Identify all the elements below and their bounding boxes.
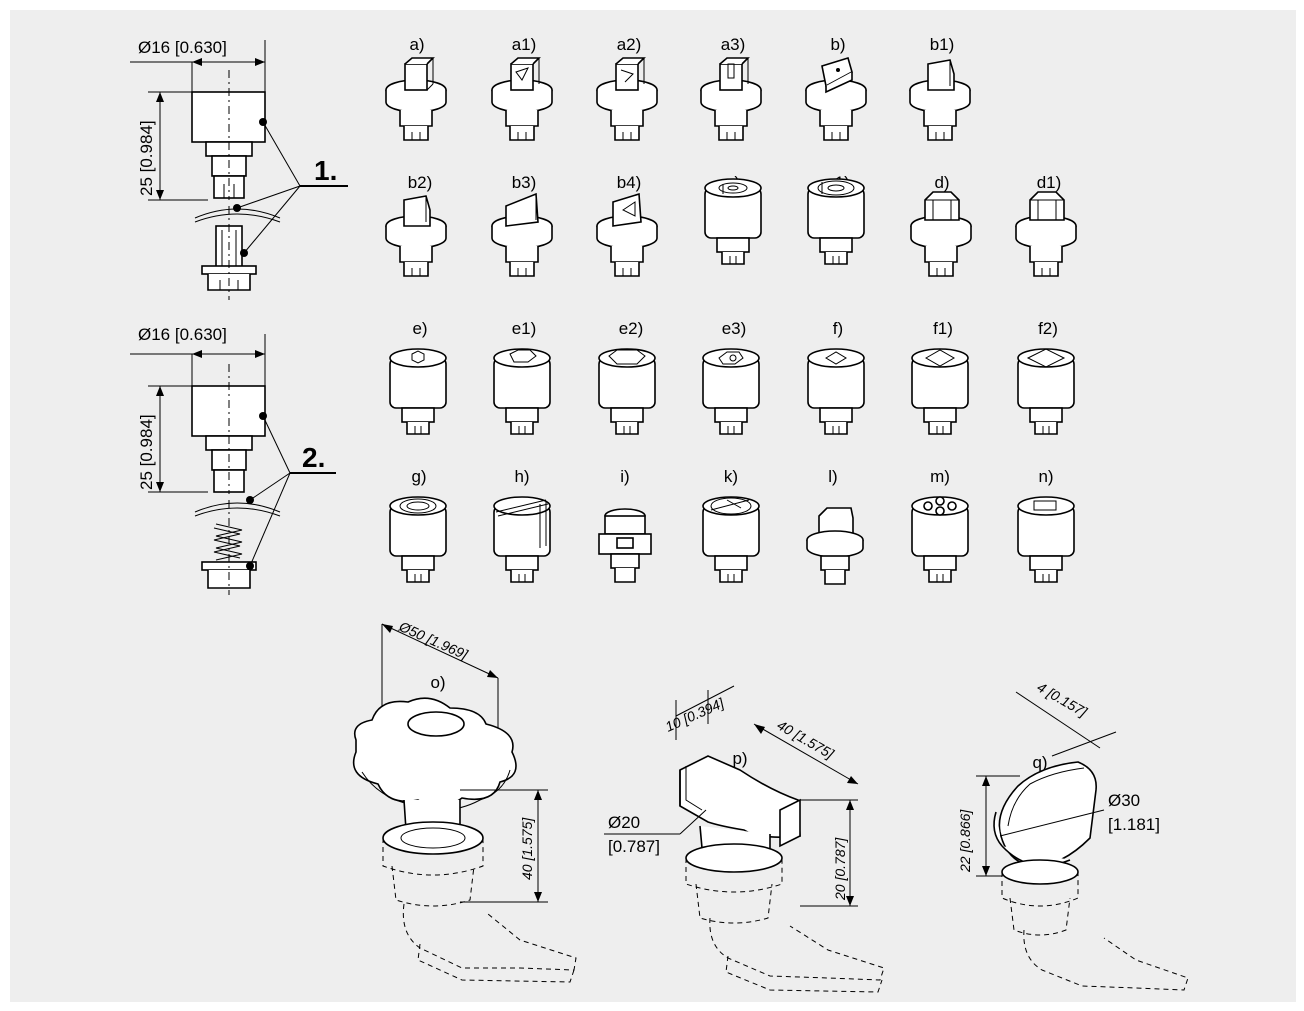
insert-b2 (385, 195, 447, 277)
label-l: l) (828, 467, 837, 486)
callout-2: 2. (302, 442, 325, 473)
insert-e3 (702, 348, 760, 435)
label-b: b) (830, 35, 845, 54)
insert-i (598, 508, 652, 583)
insert-b3 (491, 192, 553, 277)
insert-a2 (596, 57, 658, 141)
insert-e2 (598, 348, 656, 435)
insert-e (389, 348, 447, 435)
label-q: q) (1032, 753, 1047, 772)
knob-p: 10 [0.394] 40 [1.575] p) Ø20 [0.787] 20 … (604, 685, 885, 993)
insert-b1 (909, 59, 971, 141)
dim-q-diameter-b: [1.181] (1108, 815, 1160, 834)
insert-f (807, 348, 865, 435)
label-m: m) (930, 467, 950, 486)
insert-g (389, 496, 447, 583)
dim-p-diameter-a: Ø20 (608, 813, 640, 832)
label-a1: a1) (512, 35, 537, 54)
knob-q: 4 [0.157] q) Ø30 [1.181] 22 [0.866] (957, 679, 1189, 991)
insert-f2 (1017, 348, 1075, 435)
dim-q-width: 4 [0.157] (1035, 679, 1091, 721)
label-p: p) (732, 749, 747, 768)
insert-b4 (596, 192, 658, 277)
row-3: e) e1) e2) e3) f) f1) f2) (389, 319, 1075, 435)
label-a3: a3) (721, 35, 746, 54)
row-2: b2) b3) b4) c) c1) d) d1) (385, 173, 1077, 277)
dim-diameter-16-top: Ø16 [0.630] (138, 38, 227, 57)
dim-o-height: 40 [1.575] (519, 817, 535, 880)
variant-2-drawing: Ø16 [0.630] 25 [0.984] 2. (130, 325, 336, 595)
label-h: h) (514, 467, 529, 486)
insert-d1 (1015, 191, 1077, 277)
label-b3: b3) (512, 173, 537, 192)
label-f: f) (833, 319, 843, 338)
label-b1: b1) (930, 35, 955, 54)
dim-p-width: 10 [0.394] (663, 694, 727, 734)
row-4: g) h) i) k) l) m) n) (389, 467, 1075, 585)
dim-q-diameter-a: Ø30 (1108, 791, 1140, 810)
insert-k (702, 496, 760, 583)
dim-p-diameter-b: [0.787] (608, 837, 660, 856)
insert-a (385, 57, 447, 141)
callout-1: 1. (314, 155, 337, 186)
variant-1-drawing: Ø16 [0.630] 25 [0.984] 1. (130, 38, 348, 300)
insert-c (704, 178, 762, 265)
label-e: e) (412, 319, 427, 338)
dim-length-25-bottom: 25 [0.984] (137, 414, 156, 490)
label-e3: e3) (722, 319, 747, 338)
insert-m (911, 496, 969, 583)
insert-f1 (911, 348, 969, 435)
label-f2: f2) (1038, 319, 1058, 338)
dim-q-height: 22 [0.866] (957, 809, 973, 873)
label-e2: e2) (619, 319, 644, 338)
insert-a1 (491, 57, 553, 141)
label-f1: f1) (933, 319, 953, 338)
insert-e1 (493, 348, 551, 435)
label-i: i) (620, 467, 629, 486)
insert-b (805, 56, 867, 141)
insert-c1 (807, 178, 865, 265)
row-1: a) a1) a2) a3) b) b1) (385, 35, 971, 141)
insert-a3 (700, 57, 762, 141)
label-n: n) (1038, 467, 1053, 486)
dim-o-diameter: Ø50 [1.969] (396, 618, 471, 663)
insert-n (1017, 496, 1075, 583)
insert-h (493, 496, 551, 583)
label-a: a) (409, 35, 424, 54)
label-b2: b2) (408, 173, 433, 192)
label-o: o) (430, 673, 445, 692)
knob-o: Ø50 [1.969] o) 40 [1.575] (352, 618, 577, 983)
dim-p-length: 40 [1.575] (775, 717, 838, 763)
dim-length-25-top: 25 [0.984] (137, 120, 156, 196)
label-d1: d1) (1037, 173, 1062, 192)
insert-l (806, 507, 864, 585)
label-g: g) (411, 467, 426, 486)
label-b4: b4) (617, 173, 642, 192)
insert-d (910, 191, 972, 277)
dim-diameter-16-bottom: Ø16 [0.630] (138, 325, 227, 344)
label-e1: e1) (512, 319, 537, 338)
dim-p-height: 20 [0.787] (832, 837, 848, 901)
label-d: d) (934, 173, 949, 192)
label-k: k) (724, 467, 738, 486)
label-a2: a2) (617, 35, 642, 54)
